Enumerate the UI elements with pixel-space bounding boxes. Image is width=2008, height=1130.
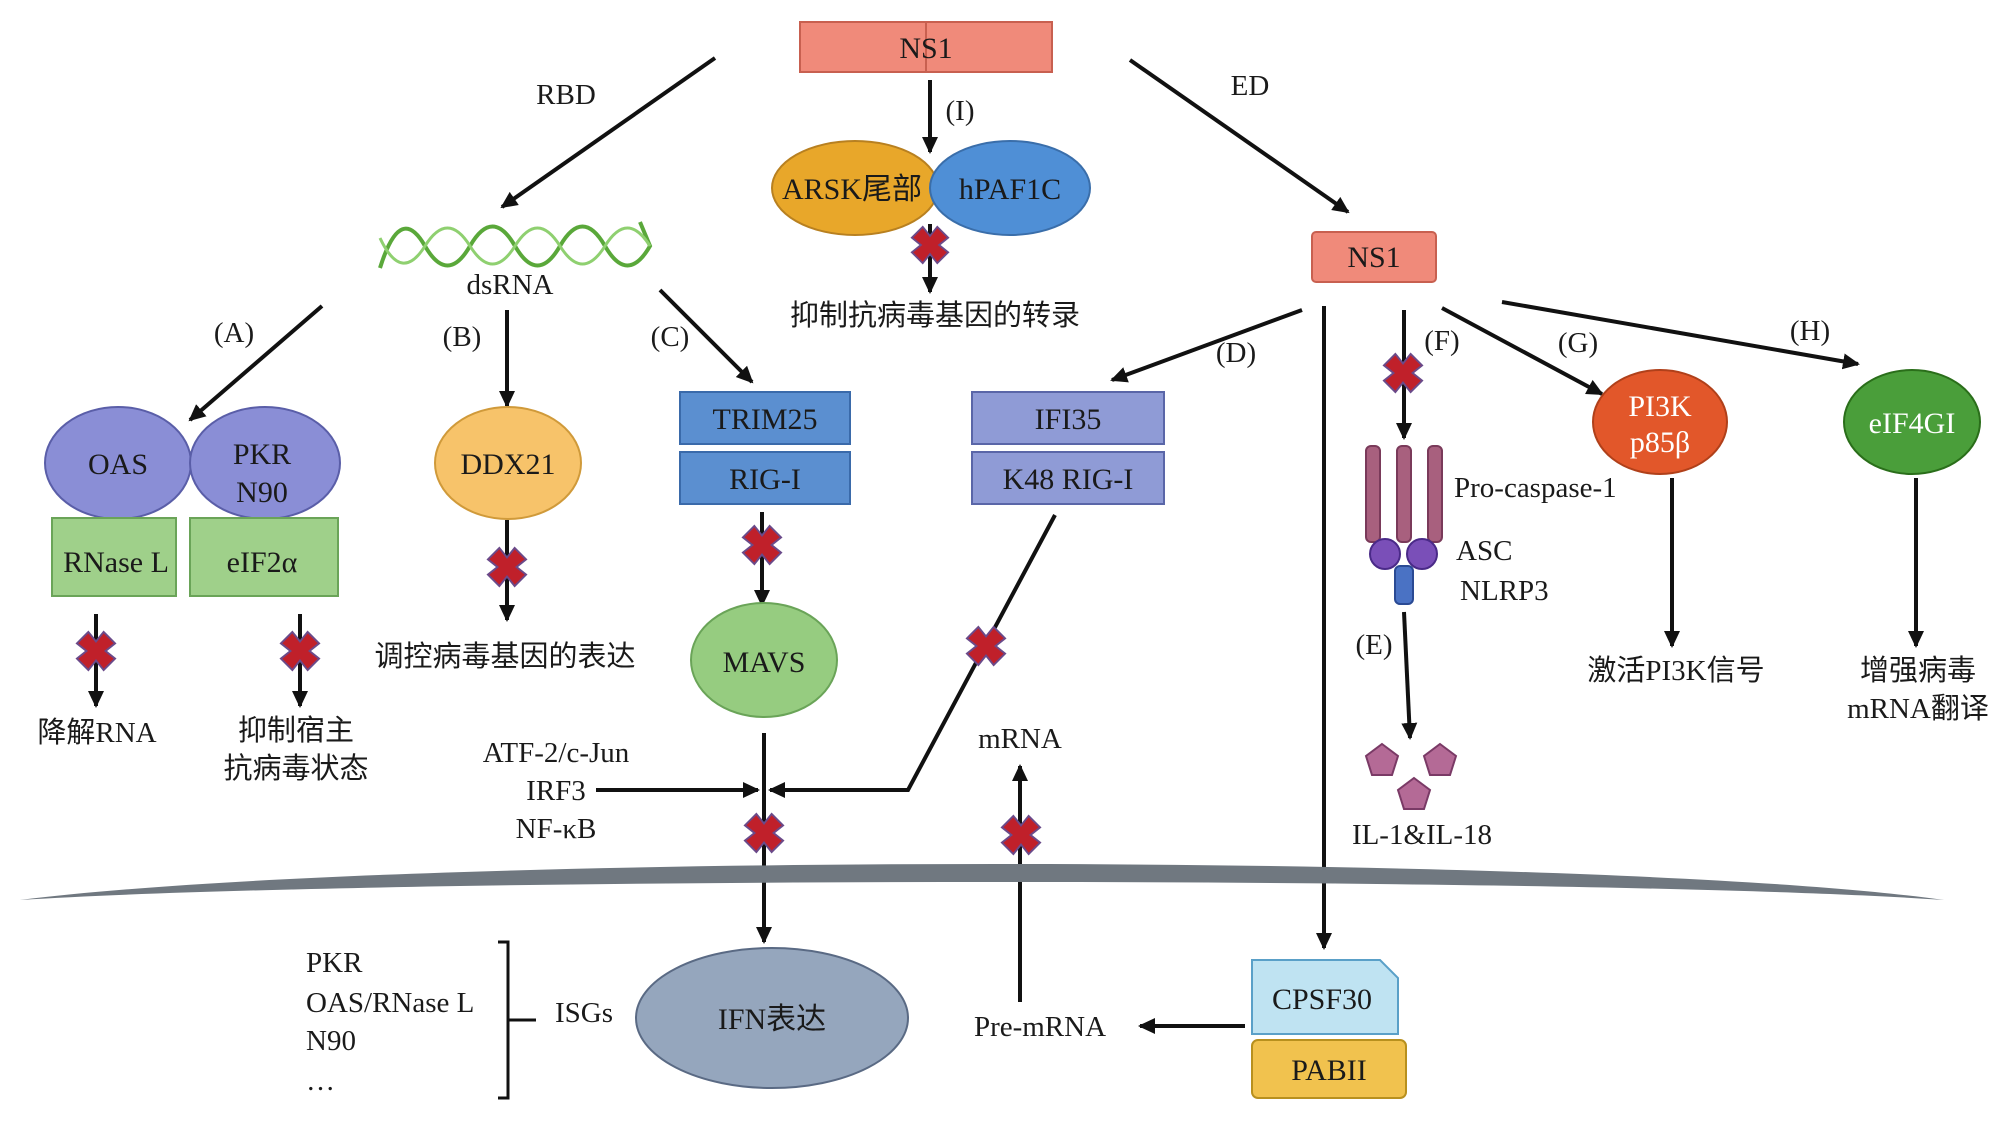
irf3-label: IRF3: [526, 775, 586, 807]
mavs-ellipse: [690, 602, 838, 718]
degrade-rna-text: 降解RNA: [37, 716, 156, 749]
ifn-expression-label: IFN表达: [718, 1003, 826, 1036]
branch-g-label: (G): [1558, 327, 1598, 359]
arrow-dsrna-to-trim25: [658, 288, 754, 384]
branch-c-label: (C): [651, 321, 690, 353]
mavs-label: MAVS: [723, 646, 806, 679]
eif4gi-result-line1: 增强病毒: [1860, 654, 1976, 687]
ns1-ed-label: NS1: [1347, 241, 1400, 274]
eif2a-label: eIF2α: [227, 546, 298, 579]
branch-d-label: (D): [1216, 337, 1256, 369]
ns1-top-left-half: [799, 21, 927, 73]
trim25-label: TRIM25: [713, 403, 818, 436]
trim25-box: [679, 391, 851, 445]
regulate-expression-text: 调控病毒基因的表达: [374, 640, 635, 673]
pi3k-result-text: 激活PI3K信号: [1587, 654, 1764, 687]
branch-i-label: (I): [946, 95, 975, 127]
pabii-label: PABII: [1291, 1054, 1367, 1087]
k48-rig-i-box: [971, 451, 1165, 505]
ns1-ed-box: [1311, 231, 1437, 283]
pro-caspase-label: Pro-caspase-1: [1454, 472, 1617, 504]
branch-b-label: (B): [443, 321, 482, 353]
arrow-ns1-to-eif4gi: [1501, 300, 1860, 370]
asc-circle-left: [1369, 538, 1401, 570]
isg-bracket: [498, 940, 536, 1100]
inhibit-host-line2: 抗病毒状态: [223, 752, 368, 785]
ddx21-ellipse: [434, 406, 582, 520]
branch-f-label: (F): [1424, 325, 1459, 357]
ifi35-box: [971, 391, 1165, 445]
pkr-label: PKR: [233, 438, 291, 471]
inhibit-host-line1: 抑制宿主: [238, 714, 354, 747]
nlrp3-rod: [1394, 565, 1414, 605]
pi3k-label: PI3K: [1628, 390, 1692, 423]
rnase-l-box: [51, 517, 177, 597]
nlrp3-label: NLRP3: [1460, 575, 1549, 607]
block-marker-k48: [965, 625, 1007, 667]
arrow-ns1-to-ed: [1128, 58, 1350, 214]
ddx21-label: DDX21: [461, 448, 556, 481]
ifn-expression-ellipse: [635, 947, 909, 1089]
il-label: IL-1&IL-18: [1352, 819, 1492, 851]
mrna-label: mRNA: [978, 723, 1062, 755]
isg-item-more: …: [306, 1065, 335, 1097]
pro-caspase-rod-3: [1427, 445, 1443, 543]
nuclear-membrane: [20, 864, 1944, 900]
eif4gi-result-line2: mRNA翻译: [1847, 692, 1989, 725]
arrow-ns1-to-dsrna: [500, 56, 717, 209]
hpaf1c-ellipse: [929, 140, 1091, 236]
oas-label: OAS: [88, 448, 148, 481]
nfkb-label: NF-κB: [516, 813, 597, 845]
il-pentagon-3: [1396, 776, 1432, 810]
n90-label: N90: [236, 476, 288, 509]
inhibit-transcription-text: 抑制抗病毒基因的转录: [790, 299, 1080, 332]
ed-label: ED: [1231, 70, 1270, 102]
arrow-ns1-to-pi3k: [1441, 306, 1604, 396]
isg-item-oas: OAS/RNase L: [306, 987, 474, 1019]
il-pentagon-2: [1422, 742, 1458, 776]
il-cytokines-icon: [1364, 742, 1458, 810]
cpsf30-box: [1251, 959, 1399, 1035]
pabii-box: [1251, 1039, 1407, 1099]
il-pentagon-1: [1364, 742, 1400, 776]
inflammasome-complex: [1365, 445, 1443, 605]
arsk-tail-label: ARSK尾部: [782, 173, 922, 206]
arrow-dsrna-to-oas: [188, 304, 324, 422]
pre-mrna-label: Pre-mRNA: [974, 1011, 1106, 1043]
pro-caspase-rod-1: [1365, 445, 1381, 543]
atf-label: ATF-2/c-Jun: [483, 737, 630, 769]
dsrna-strand-2: [378, 226, 652, 266]
asc-circle-right: [1406, 538, 1438, 570]
rig-i-label: RIG-I: [729, 463, 801, 496]
ifi35-label: IFI35: [1035, 403, 1102, 436]
isgs-label: ISGs: [555, 997, 613, 1029]
rnase-l-label: RNase L: [63, 546, 169, 579]
ns1-top-label: NS1: [899, 32, 952, 65]
hpaf1c-label: hPAF1C: [959, 173, 1061, 206]
isg-item-n90: N90: [306, 1025, 356, 1057]
eif4gi-label: eIF4GI: [1869, 407, 1956, 440]
arrow-k48-to-ifn-path: [768, 514, 1057, 798]
rbd-label: RBD: [536, 79, 596, 111]
cpsf30-label: CPSF30: [1272, 983, 1372, 1016]
eif4gi-ellipse: [1843, 369, 1981, 475]
eif2a-box: [189, 517, 339, 597]
branch-e-label: (E): [1355, 629, 1392, 661]
branch-a-label: (A): [214, 317, 254, 349]
asc-label: ASC: [1456, 535, 1512, 567]
pro-caspase-rod-2: [1396, 445, 1412, 543]
k48-rig-i-label: K48 RIG-I: [1003, 463, 1134, 496]
arrow-ns1-to-ifi35: [1110, 308, 1303, 383]
isg-item-pkr: PKR: [306, 947, 363, 979]
arrow-inflammasome-to-il: [1401, 611, 1418, 740]
branch-h-label: (H): [1790, 315, 1830, 347]
dsrna-label: dsRNA: [466, 269, 553, 301]
rig-i-box: [679, 451, 851, 505]
ns1-top-right-half: [925, 21, 1053, 73]
pi3k-ellipse: [1592, 369, 1728, 475]
ns1-top-node: NS1: [799, 21, 1053, 73]
dsrna-helix-icon: [378, 221, 653, 269]
p85b-label: p85β: [1630, 426, 1690, 459]
